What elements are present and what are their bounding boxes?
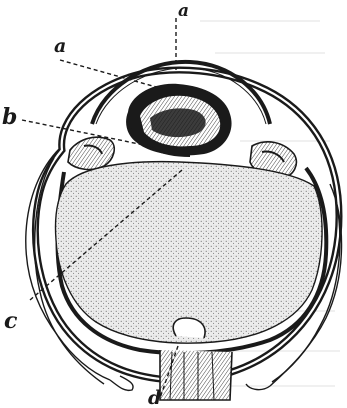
vitreous-body xyxy=(55,162,322,344)
label-d: d xyxy=(148,387,161,408)
label-c: c xyxy=(4,308,18,334)
label-a-top: a xyxy=(178,1,189,21)
label-a-left: a xyxy=(54,35,66,57)
label-b: b xyxy=(2,104,17,130)
ciliary-body-left xyxy=(68,137,114,169)
